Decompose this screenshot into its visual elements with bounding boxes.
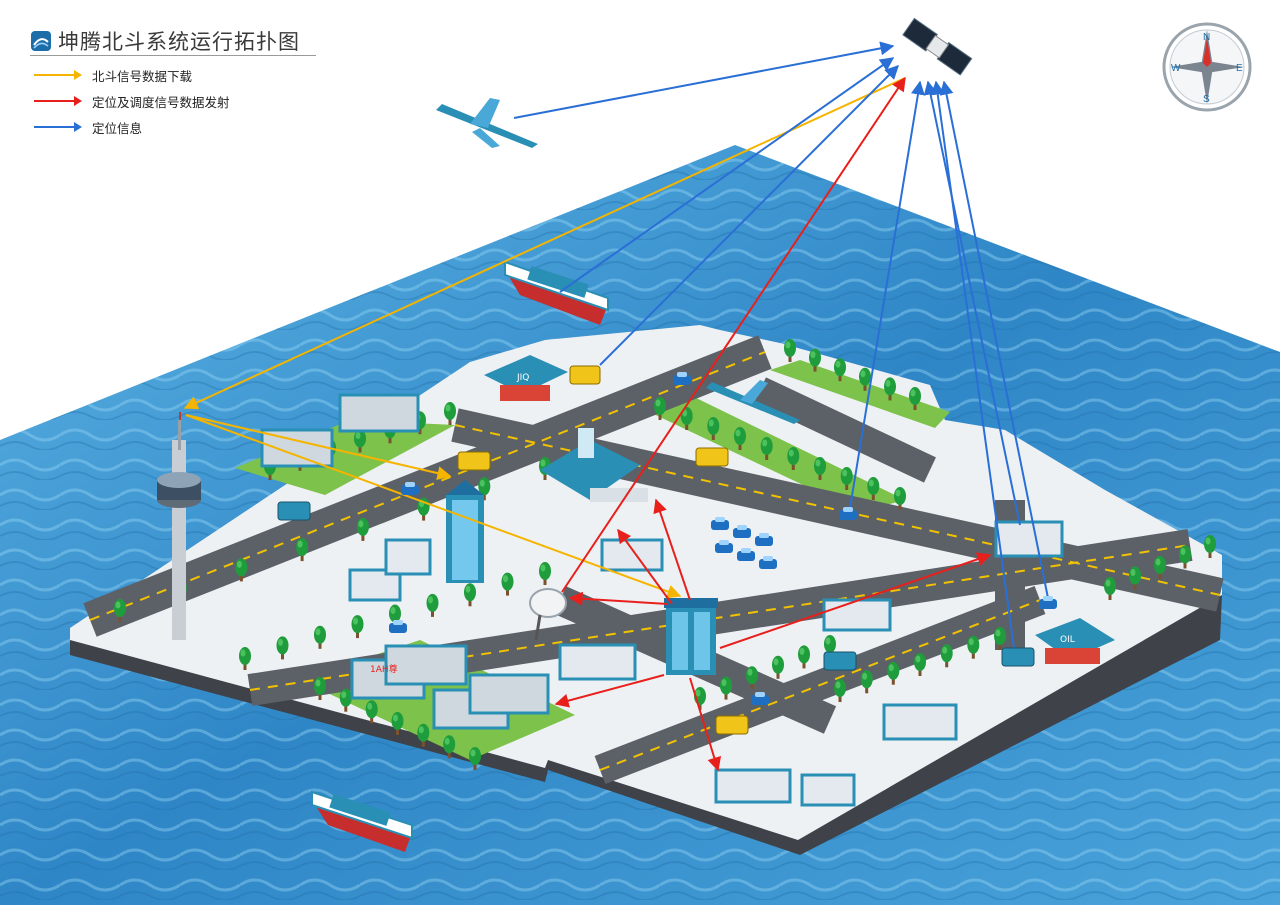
compass-w-label: W (1171, 63, 1181, 74)
signal-lines (183, 41, 1049, 772)
page-title: 坤腾北斗系统运行拓扑图 (30, 26, 300, 56)
satellite-dish (529, 588, 567, 641)
title-text: 坤腾北斗系统运行拓扑图 (58, 30, 300, 54)
command-center (664, 598, 718, 675)
cargo-ship-bottom (311, 790, 413, 852)
compass-s-label: S (1203, 94, 1210, 105)
legend: 北斗信号数据下载 定位及调度信号数据发射 定位信息 (34, 62, 230, 140)
legend-item-dispatch: 定位及调度信号数据发射 (34, 88, 230, 114)
yellow-arrow-icon (34, 70, 82, 80)
beidou-satellite (902, 17, 973, 76)
red-arrow-icon (34, 96, 82, 106)
blue-arrow-icon (34, 122, 82, 132)
airplane-ground (706, 380, 800, 424)
legend-label: 定位信息 (92, 120, 143, 136)
gas-station-top: JIQ (484, 355, 568, 401)
legend-label: 定位及调度信号数据发射 (92, 94, 230, 110)
office-tower (446, 480, 484, 583)
logo-icon (31, 31, 51, 51)
control-tower (157, 412, 201, 640)
compass-icon: N E S W (1162, 22, 1252, 112)
houses (348, 520, 1064, 807)
legend-item-location: 定位信息 (34, 114, 230, 140)
title-divider (30, 55, 316, 56)
gas-station-right: OIL (1035, 618, 1115, 664)
grass-patch (770, 360, 950, 428)
vehicles (277, 365, 1057, 735)
gas-station-right-label: OIL (1060, 635, 1075, 645)
compass-n-label: N (1203, 32, 1210, 43)
buildings: JIQ OIL 1AH尊 (157, 355, 1115, 807)
grass-patch (235, 420, 455, 495)
cargo-ship-top (504, 260, 609, 325)
compass-e-label: E (1236, 63, 1243, 74)
gas-station-top-label: JIQ (516, 373, 529, 383)
legend-item-download: 北斗信号数据下载 (34, 62, 230, 88)
hotel-label: 1AH尊 (370, 663, 398, 675)
airplane-sky (436, 98, 538, 148)
train-station (540, 428, 648, 502)
legend-label: 北斗信号数据下载 (92, 68, 193, 84)
